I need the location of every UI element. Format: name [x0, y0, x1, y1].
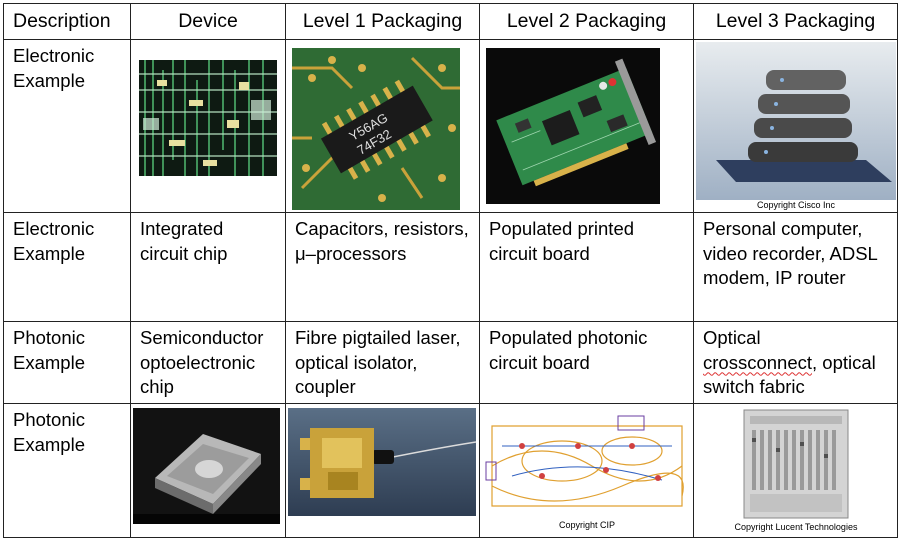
row2-description: Electronic Example — [13, 218, 95, 264]
row4-description: Photonic Example — [13, 409, 85, 455]
pigtailed-laser-module-photo — [288, 408, 476, 516]
row1-description: Electronic Example — [13, 45, 95, 91]
row4-level3-caption: Copyright Lucent Technologies — [734, 522, 858, 532]
stacked-network-devices-photo — [696, 42, 896, 200]
header-level2: Level 2 Packaging — [479, 3, 694, 40]
row1-level1-cell: Y56AG 74F32 — [285, 39, 480, 213]
row1-level3-cell: Copyright Cisco Inc — [693, 39, 898, 213]
spellcheck-underlined-word: crossconnect — [703, 351, 812, 373]
row2-device: Integrated circuit chip — [140, 218, 228, 264]
row3-level1-cell: Fibre pigtailed laser, optical isolator,… — [285, 321, 480, 404]
row-photonic-text: Photonic Example Semiconductor optoelect… — [3, 321, 898, 404]
chip-on-circuit-board-photo: Y56AG 74F32 — [292, 48, 460, 210]
row3-level1: Fibre pigtailed laser, optical isolator,… — [295, 327, 461, 397]
photonic-circuit-layout-diagram — [482, 406, 692, 518]
row4-level2-cell: Copyright CIP — [479, 403, 694, 538]
row2-level2: Populated printed circuit board — [489, 218, 635, 264]
row3-description: Photonic Example — [13, 327, 85, 373]
header-level3: Level 3 Packaging — [693, 3, 898, 40]
row2-level1-cell: Capacitors, resistors, μ–processors — [285, 212, 480, 322]
row3-description-cell: Photonic Example — [3, 321, 131, 404]
row-electronic-images: Electronic Example — [3, 39, 898, 213]
row4-description-cell: Photonic Example — [3, 403, 131, 538]
row4-level2-caption: Copyright CIP — [558, 520, 616, 530]
row3-level2-cell: Populated photonic circuit board — [479, 321, 694, 404]
row2-description-cell: Electronic Example — [3, 212, 131, 322]
header-description: Description — [3, 3, 131, 40]
row1-device-cell — [130, 39, 286, 213]
integrated-circuit-die-photo — [139, 60, 277, 176]
row3-device-cell: Semiconductor optoelectronic chip — [130, 321, 286, 404]
header-row: Description Device Level 1 Packaging Lev… — [3, 3, 898, 40]
row-electronic-text: Electronic Example Integrated circuit ch… — [3, 212, 898, 322]
row3-device: Semiconductor optoelectronic chip — [140, 327, 264, 397]
packaging-levels-table: Description Device Level 1 Packaging Lev… — [3, 3, 898, 538]
row2-level3-cell: Personal computer, video recorder, ADSL … — [693, 212, 898, 322]
row2-level1: Capacitors, resistors, μ–processors — [295, 218, 469, 264]
row2-level3: Personal computer, video recorder, ADSL … — [703, 218, 878, 288]
row4-level1-cell — [285, 403, 480, 538]
sem-optoelectronic-chip-photo — [133, 408, 280, 524]
row1-description-cell: Electronic Example — [3, 39, 131, 213]
header-device: Device — [130, 3, 286, 40]
row4-device-cell — [130, 403, 286, 538]
optical-switch-rack-photo — [734, 408, 858, 520]
row4-level3-cell: Copyright Lucent Technologies — [693, 403, 898, 538]
populated-pci-card-photo — [486, 48, 660, 204]
row2-device-cell: Integrated circuit chip — [130, 212, 286, 322]
row3-level2: Populated photonic circuit board — [489, 327, 648, 373]
row1-level3-caption: Copyright Cisco Inc — [756, 200, 836, 210]
header-level1: Level 1 Packaging — [285, 3, 480, 40]
row2-level2-cell: Populated printed circuit board — [479, 212, 694, 322]
row-photonic-images: Photonic Example — [3, 403, 898, 538]
row1-level2-cell — [479, 39, 694, 213]
